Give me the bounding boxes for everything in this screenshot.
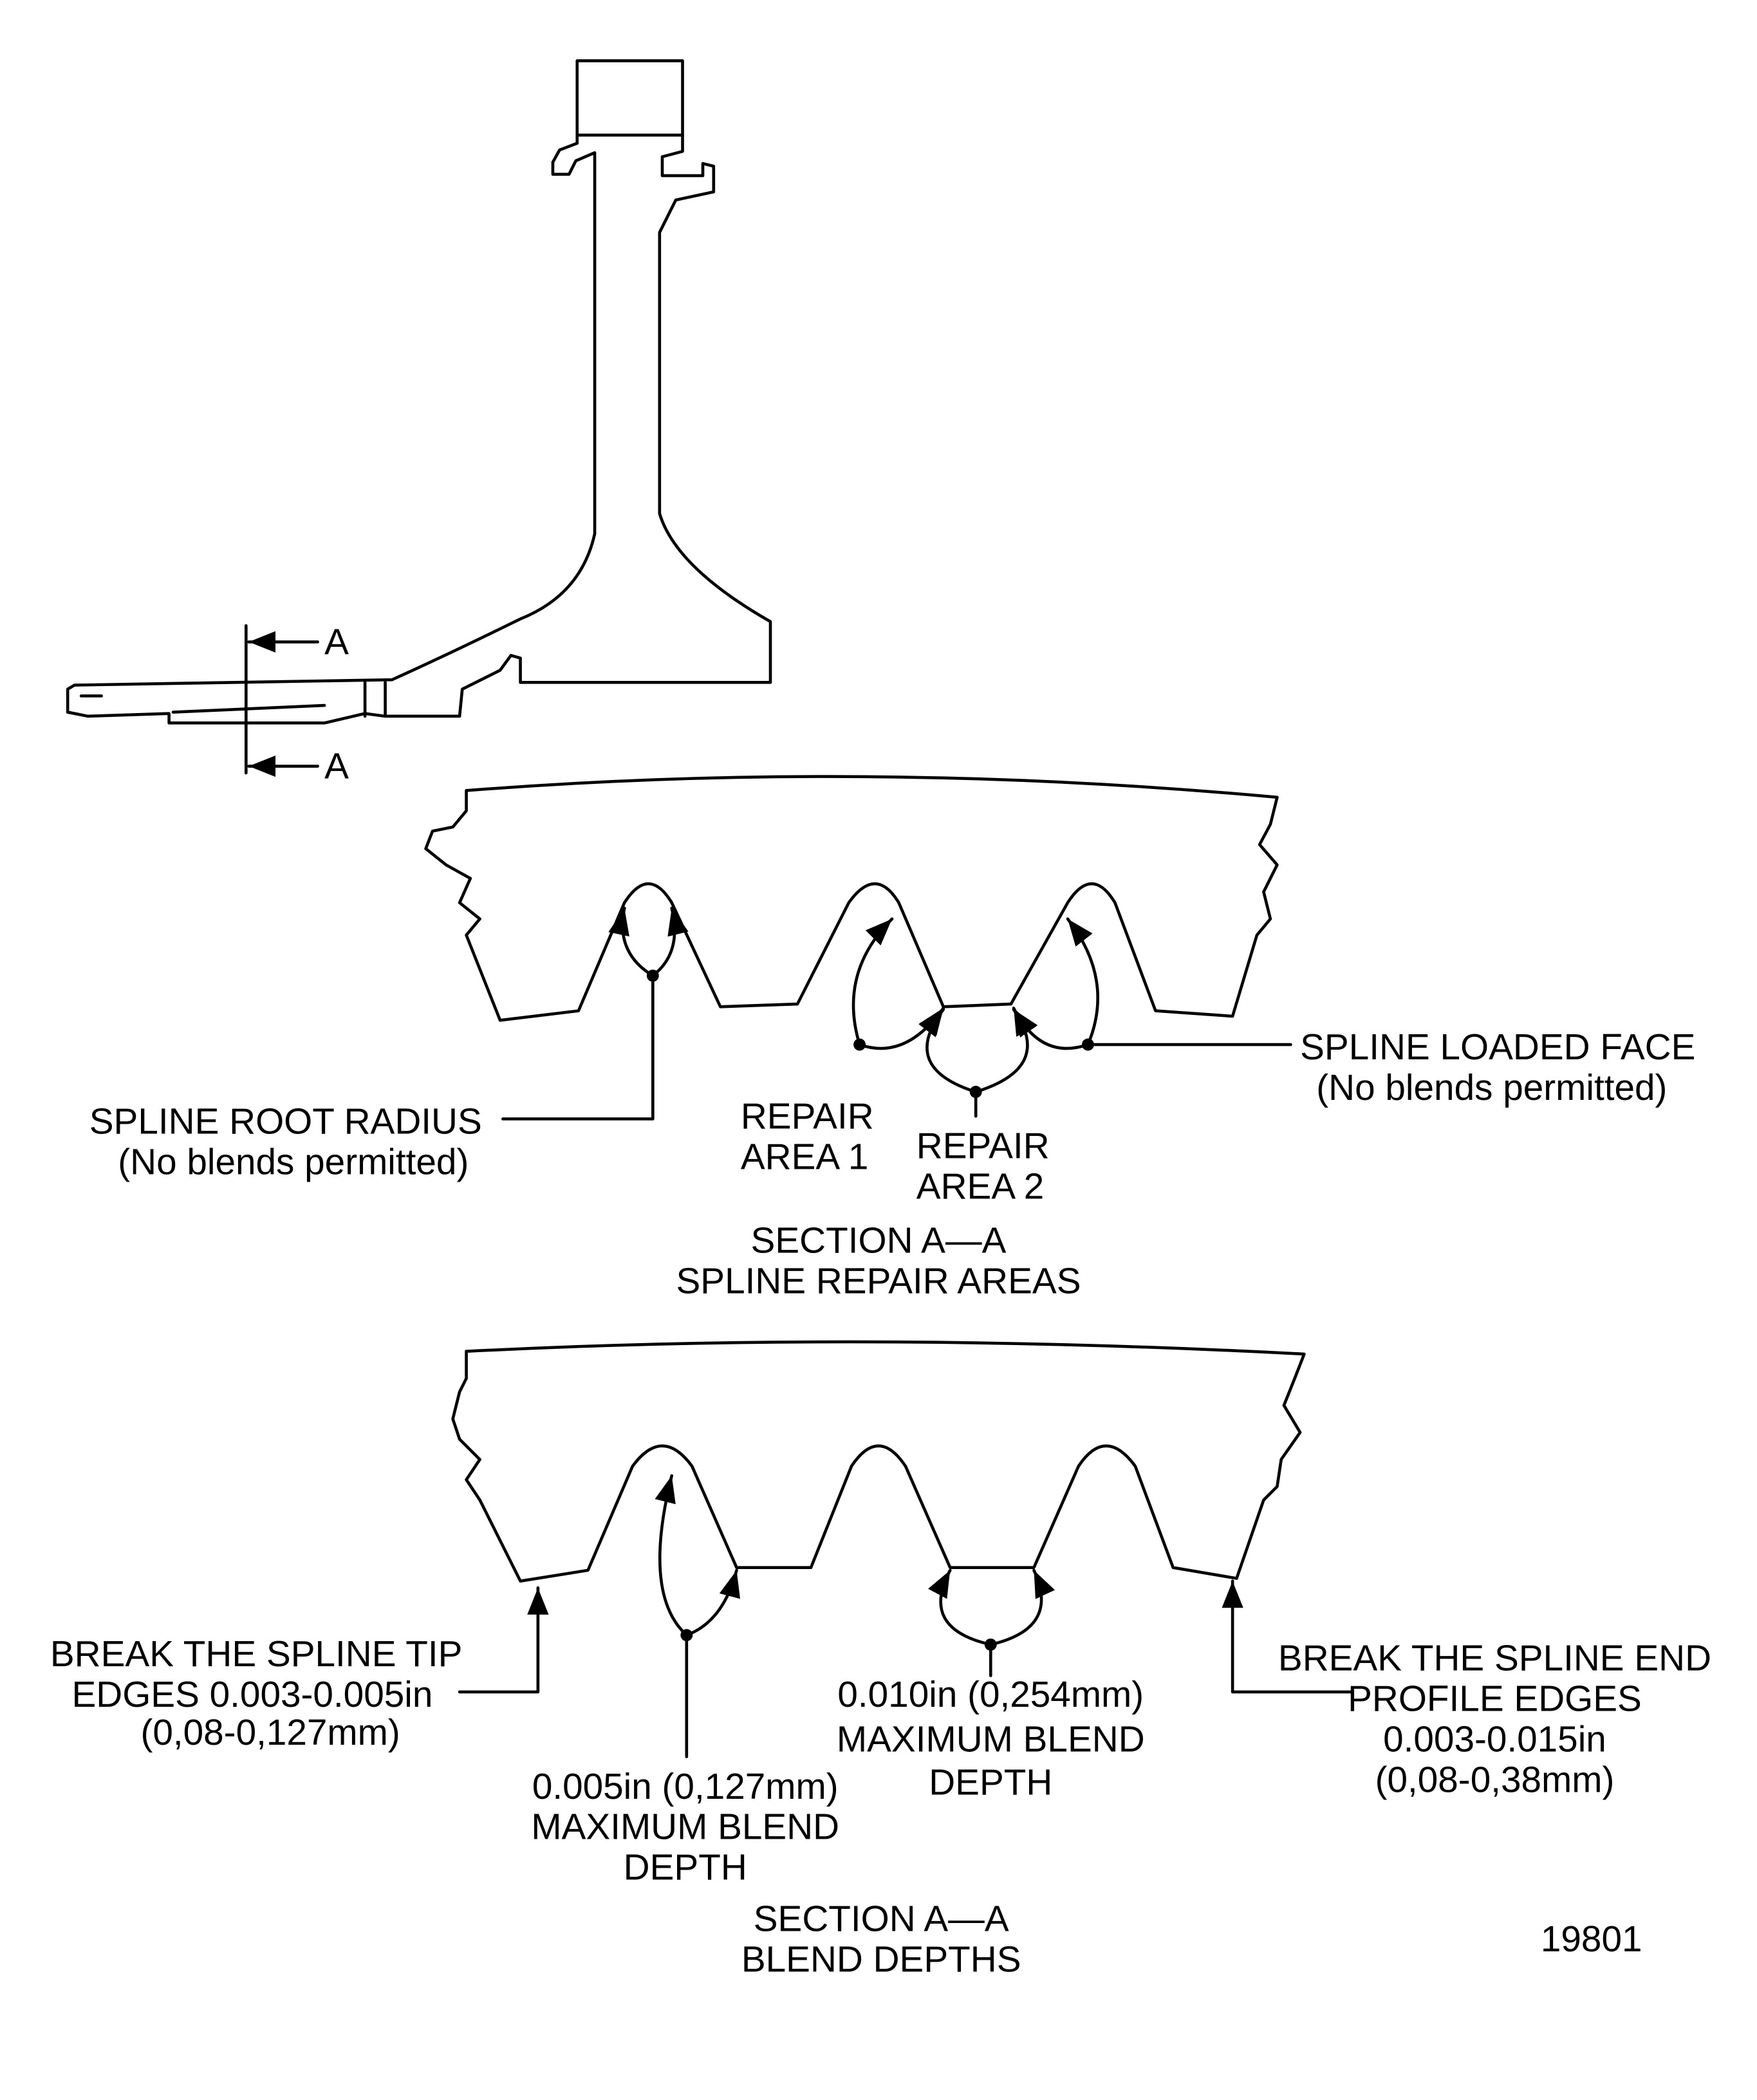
section-repair-areas: SPLINE ROOT RADIUS (No blends permitted)…	[89, 775, 1695, 1301]
area1-label-2: AREA 1	[741, 1137, 869, 1177]
part-outline	[66, 133, 772, 725]
tip-label-1: BREAK THE SPLINE TIP	[50, 1634, 463, 1675]
section-blend-depths: BREAK THE SPLINE TIP EDGES 0.003-0.005in…	[50, 1340, 1711, 1980]
loaded-face-arrow-tip	[1012, 1007, 1090, 1050]
part-side-view: A A	[66, 59, 772, 786]
part-head	[575, 59, 684, 137]
section1-title-1: SECTION A—A	[751, 1220, 1007, 1261]
end-label-4: (0,08-0,38mm)	[1375, 1760, 1615, 1800]
section-label-top: A	[324, 622, 349, 662]
blend2-label-2: MAXIMUM BLEND	[837, 1719, 1145, 1760]
section2-title-2: BLEND DEPTHS	[741, 1940, 1021, 1980]
blend2-arrow-left	[928, 1568, 992, 1646]
blend2-label-1: 0.010in (0,254mm)	[837, 1675, 1144, 1715]
area1-arrow-flank	[851, 917, 894, 1046]
section1-title-2: SPLINE REPAIR AREAS	[676, 1261, 1081, 1301]
blend1-label-1: 0.005in (0,127mm)	[532, 1767, 839, 1807]
end-label-3: 0.003-0.015in	[1383, 1719, 1606, 1760]
root-radius-arrow-right	[651, 906, 689, 978]
end-label-1: BREAK THE SPLINE END	[1278, 1638, 1711, 1678]
spline-profile	[424, 775, 1279, 1022]
blend1-label-2: MAXIMUM BLEND	[531, 1807, 839, 1848]
area2-arrow-left	[918, 1008, 978, 1093]
area2-arrow-right	[974, 1008, 1038, 1093]
area1-label-1: REPAIR	[741, 1096, 874, 1137]
end-label-2: PROFILE EDGES	[1348, 1678, 1642, 1719]
blend1-label-3: DEPTH	[624, 1848, 747, 1888]
area1-dot	[853, 1038, 866, 1051]
area2-label-2: AREA 2	[916, 1166, 1045, 1207]
blend1-arrow-tip	[685, 1568, 741, 1637]
figure-number: 19801	[1541, 1919, 1642, 1960]
root-radius-note: (No blends permitted)	[118, 1142, 469, 1183]
tip-label-2: EDGES 0.003-0.005in	[71, 1675, 432, 1715]
section2-title-1: SECTION A—A	[754, 1899, 1009, 1940]
platform-details	[79, 681, 387, 718]
root-radius-label: SPLINE ROOT RADIUS	[89, 1102, 482, 1142]
spline-profile-2	[451, 1340, 1306, 1583]
tip-label-3: (0,08-0,127mm)	[140, 1713, 400, 1753]
root-radius-leader	[501, 974, 655, 1120]
blend2-arrow-right	[989, 1568, 1055, 1646]
loaded-face-note: (No blends permitted)	[1316, 1068, 1667, 1108]
section-label-bottom: A	[324, 746, 349, 786]
loaded-face-arrow-flank	[1066, 917, 1099, 1046]
blend1-arrow-flank	[655, 1474, 689, 1637]
area2-label-1: REPAIR	[916, 1126, 1050, 1166]
blend2-label-3: DEPTH	[929, 1762, 1052, 1803]
root-radius-arrow-left	[608, 906, 655, 978]
loaded-face-label: SPLINE LOADED FACE	[1300, 1027, 1695, 1068]
